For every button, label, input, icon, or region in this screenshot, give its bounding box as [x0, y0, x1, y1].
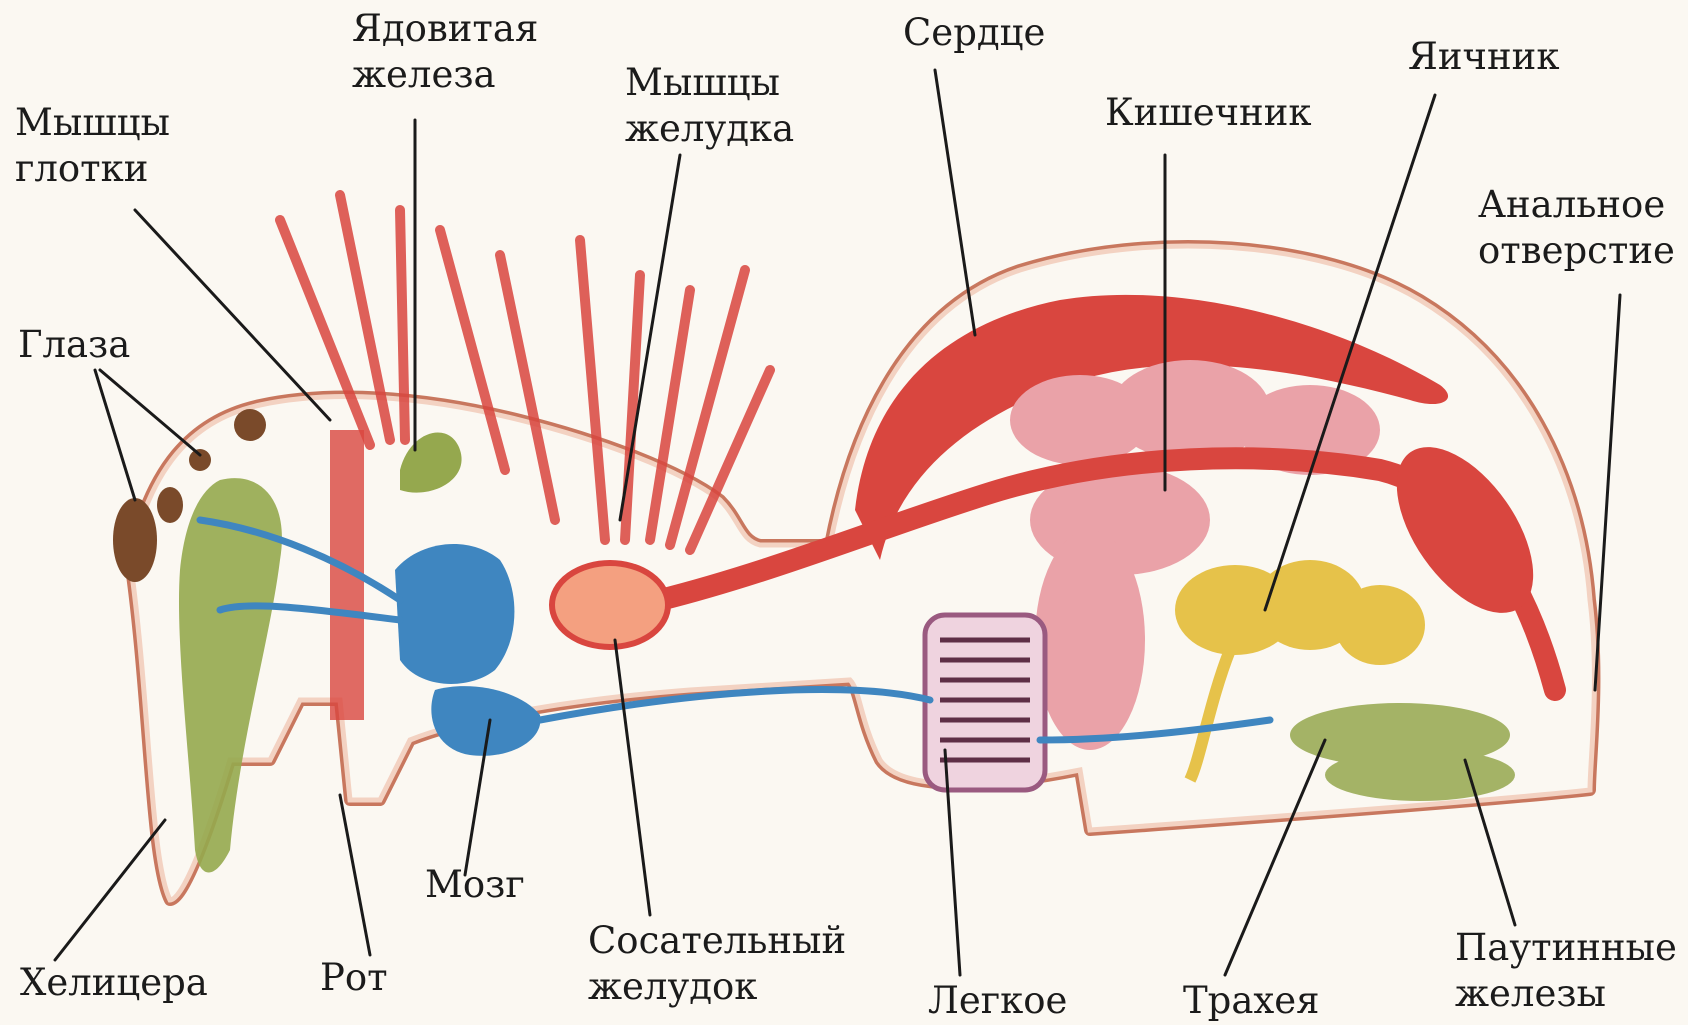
book-lung: [925, 615, 1045, 790]
label-trachea-text: Трахея: [1183, 978, 1320, 1024]
label-brain-text: Мозг: [425, 862, 525, 908]
label-poison-gland: Ядовитая железа: [352, 6, 538, 98]
label-pharynx-muscles-line2: глотки: [15, 146, 170, 192]
label-pharynx-muscles-line1: Мышцы: [15, 100, 170, 146]
label-eyes: Глаза: [18, 322, 130, 368]
label-ovary: Яичник: [1408, 34, 1559, 80]
label-ovary-text: Яичник: [1408, 34, 1559, 80]
label-spinning-glands-line1: Паутинные: [1455, 925, 1677, 971]
label-anus-line1: Анальное: [1478, 182, 1675, 228]
label-heart-text: Сердце: [903, 10, 1045, 56]
label-anus: Анальное отверстие: [1478, 182, 1675, 274]
label-intestine-text: Кишечник: [1105, 90, 1312, 136]
label-lung-text: Легкое: [928, 978, 1067, 1024]
label-stomach-muscles-line2: желудка: [625, 106, 794, 152]
label-sucking-stomach-line2: желудок: [588, 964, 846, 1010]
label-mouth-text: Рот: [320, 955, 388, 1001]
leader-eyes-1: [95, 370, 135, 500]
label-chelicera-text: Хелицера: [20, 960, 208, 1006]
label-sucking-stomach-line1: Сосательный: [588, 918, 846, 964]
sucking-stomach: [552, 563, 668, 647]
leader-anus: [1595, 295, 1620, 690]
leader-mouth: [340, 795, 370, 955]
label-stomach-muscles: Мышцы желудка: [625, 60, 794, 152]
label-sucking-stomach: Сосательный желудок: [588, 918, 846, 1010]
label-poison-gland-line1: Ядовитая: [352, 6, 538, 52]
label-poison-gland-line2: железа: [352, 52, 538, 98]
label-stomach-muscles-line1: Мышцы: [625, 60, 794, 106]
label-lung: Легкое: [928, 978, 1067, 1024]
label-intestine: Кишечник: [1105, 90, 1312, 136]
leader-eyes-2: [100, 370, 200, 455]
label-mouth: Рот: [320, 955, 388, 1001]
leader-heart: [935, 70, 975, 335]
leader-pharynx-muscles: [135, 210, 330, 420]
label-eyes-text: Глаза: [18, 322, 130, 368]
label-spinning-glands: Паутинные железы: [1455, 925, 1677, 1017]
label-pharynx-muscles: Мышцы глотки: [15, 100, 170, 192]
label-chelicera: Хелицера: [20, 960, 208, 1006]
leader-chelicera: [55, 820, 165, 960]
label-spinning-glands-line2: железы: [1455, 971, 1677, 1017]
label-trachea: Трахея: [1183, 978, 1320, 1024]
label-brain: Мозг: [425, 862, 525, 908]
label-heart: Сердце: [903, 10, 1045, 56]
label-anus-line2: отверстие: [1478, 228, 1675, 274]
